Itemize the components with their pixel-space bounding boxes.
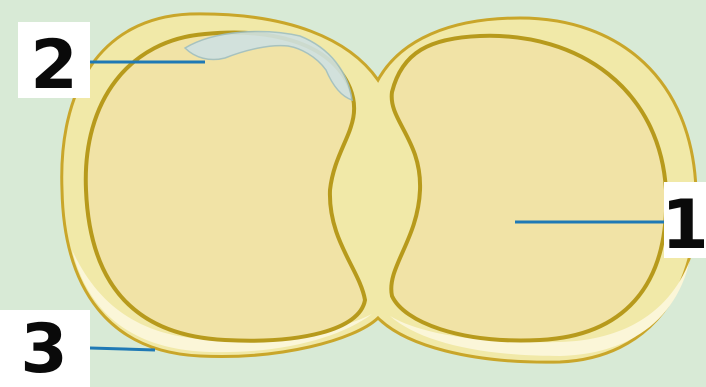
leader-line-3 xyxy=(90,348,155,350)
label-2: 2 xyxy=(30,26,77,105)
label-1: 1 xyxy=(661,186,706,265)
left-cotyledon xyxy=(86,33,365,341)
label-3: 3 xyxy=(20,310,67,387)
